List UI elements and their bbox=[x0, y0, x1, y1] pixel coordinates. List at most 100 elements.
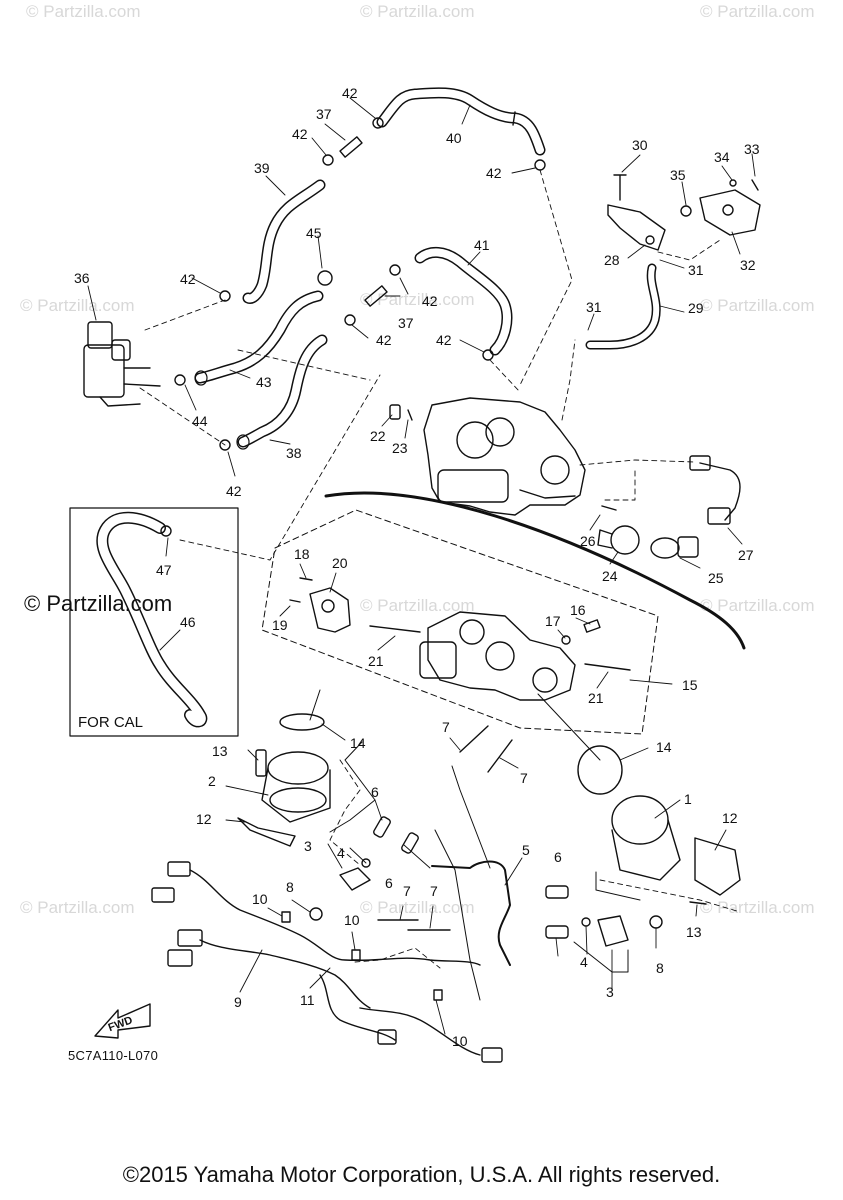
bolt-7 bbox=[487, 739, 513, 773]
hose-43 bbox=[194, 290, 324, 386]
callout-label: 6 bbox=[371, 784, 379, 800]
hose-46 bbox=[96, 511, 208, 728]
sensor-20 bbox=[309, 587, 351, 633]
callout-label: 3 bbox=[304, 838, 312, 854]
callout-label: 29 bbox=[688, 300, 704, 316]
watermark: © Partzilla.com bbox=[360, 596, 475, 615]
callout-label: 42 bbox=[436, 332, 452, 348]
washer-34 bbox=[729, 179, 737, 187]
nut-17 bbox=[561, 635, 571, 645]
inset-box bbox=[69, 507, 239, 737]
clamp-44 bbox=[174, 374, 186, 386]
o-ring-4 bbox=[361, 858, 371, 868]
callout-label: 34 bbox=[714, 149, 730, 165]
callout-label: 36 bbox=[74, 270, 90, 286]
bolt-7 bbox=[459, 725, 489, 753]
callout-label: 42 bbox=[342, 85, 358, 101]
callout-label: 13 bbox=[686, 924, 702, 940]
callout-label: 11 bbox=[300, 992, 315, 1008]
screw-set-21 bbox=[584, 663, 631, 671]
diagram-code: 5C7A110-L070 bbox=[68, 1048, 159, 1063]
callout-label: 3 bbox=[606, 984, 614, 1000]
callout-labels: 1 2 3 3 4 4 5 6 6 6 7 7 7 7 8 8 9 10 10 … bbox=[74, 85, 760, 1049]
copyright-notice: ©2015 Yamaha Motor Corporation, U.S.A. A… bbox=[122, 1162, 721, 1187]
sensor-24 bbox=[597, 525, 640, 555]
hose-29 bbox=[585, 263, 661, 350]
callout-label: 14 bbox=[350, 735, 366, 751]
callout-label: 4 bbox=[580, 954, 588, 970]
callout-label: 7 bbox=[430, 883, 438, 899]
grommet-35 bbox=[680, 205, 692, 217]
tie-10 bbox=[281, 911, 291, 923]
washer-8 bbox=[649, 915, 663, 929]
throttle-body-15 bbox=[419, 611, 576, 701]
callout-label: 41 bbox=[474, 237, 490, 253]
callout-label: 19 bbox=[272, 617, 288, 633]
screw-19 bbox=[289, 599, 301, 603]
callout-label: 7 bbox=[403, 883, 411, 899]
watermark: © Partzilla.com bbox=[360, 2, 475, 21]
callout-label: 27 bbox=[738, 547, 754, 563]
callout-label: 37 bbox=[398, 315, 414, 331]
callout-label: 1 bbox=[684, 791, 692, 807]
clamp-47 bbox=[160, 525, 172, 537]
callout-label: 7 bbox=[520, 770, 528, 786]
callout-label: 42 bbox=[376, 332, 392, 348]
callout-label: 5 bbox=[522, 842, 530, 858]
joint-2 bbox=[261, 751, 331, 823]
callout-label: 33 bbox=[744, 141, 760, 157]
forward-arrow-icon bbox=[94, 1003, 151, 1039]
seal-6 bbox=[545, 885, 569, 899]
callout-label: 24 bbox=[602, 568, 618, 584]
watermark: © Partzilla.com bbox=[20, 296, 135, 315]
callout-label: 8 bbox=[656, 960, 664, 976]
callout-label: 23 bbox=[392, 440, 408, 456]
bolt-13 bbox=[689, 901, 707, 905]
watermark: © Partzilla.com bbox=[700, 2, 815, 21]
hose-39 bbox=[242, 179, 326, 304]
callout-label: 37 bbox=[316, 106, 332, 122]
callout-label: 30 bbox=[632, 137, 648, 153]
clamp-45 bbox=[317, 270, 333, 286]
o-ring-4 bbox=[581, 917, 591, 927]
callout-label: 20 bbox=[332, 555, 348, 571]
guide-lines bbox=[309, 689, 641, 1001]
screw-set-21 bbox=[369, 625, 421, 633]
washer-8 bbox=[309, 907, 323, 921]
tie-10 bbox=[351, 949, 361, 961]
watermark: © Partzilla.com bbox=[20, 898, 135, 917]
seal-6 bbox=[373, 816, 391, 838]
clamp-42 bbox=[219, 117, 546, 451]
callout-label: 22 bbox=[370, 428, 386, 444]
screw-26 bbox=[601, 505, 617, 511]
throttle-body-upper bbox=[423, 397, 586, 516]
callout-label: 40 bbox=[446, 130, 462, 146]
callout-label: 16 bbox=[570, 602, 586, 618]
callout-label: 45 bbox=[306, 225, 322, 241]
watermark: © Partzilla.com bbox=[700, 898, 815, 917]
hose-40 bbox=[376, 87, 546, 156]
callout-label: 15 bbox=[682, 677, 698, 693]
harness-27 bbox=[689, 455, 741, 525]
watermark: © Partzilla.com bbox=[700, 296, 815, 315]
joint-37 bbox=[339, 136, 388, 307]
holder-32 bbox=[699, 189, 761, 236]
seal-6 bbox=[401, 832, 419, 854]
gasket-12 bbox=[694, 837, 741, 896]
watermark: © Partzilla.com bbox=[360, 290, 475, 309]
screw-18 bbox=[299, 577, 313, 581]
gasket-12 bbox=[237, 817, 296, 847]
callout-label: 7 bbox=[442, 719, 450, 735]
bolt-13 bbox=[255, 749, 267, 777]
watermark: © Partzilla.com bbox=[700, 596, 815, 615]
callout-label: 8 bbox=[286, 879, 294, 895]
callout-label: 26 bbox=[580, 533, 596, 549]
callout-label: 6 bbox=[385, 875, 393, 891]
callout-label: 47 bbox=[156, 562, 172, 578]
screw-16 bbox=[583, 619, 601, 633]
callout-label: 4 bbox=[337, 845, 345, 861]
callout-label: 9 bbox=[234, 994, 242, 1010]
wire-harness-11 bbox=[319, 974, 503, 1063]
